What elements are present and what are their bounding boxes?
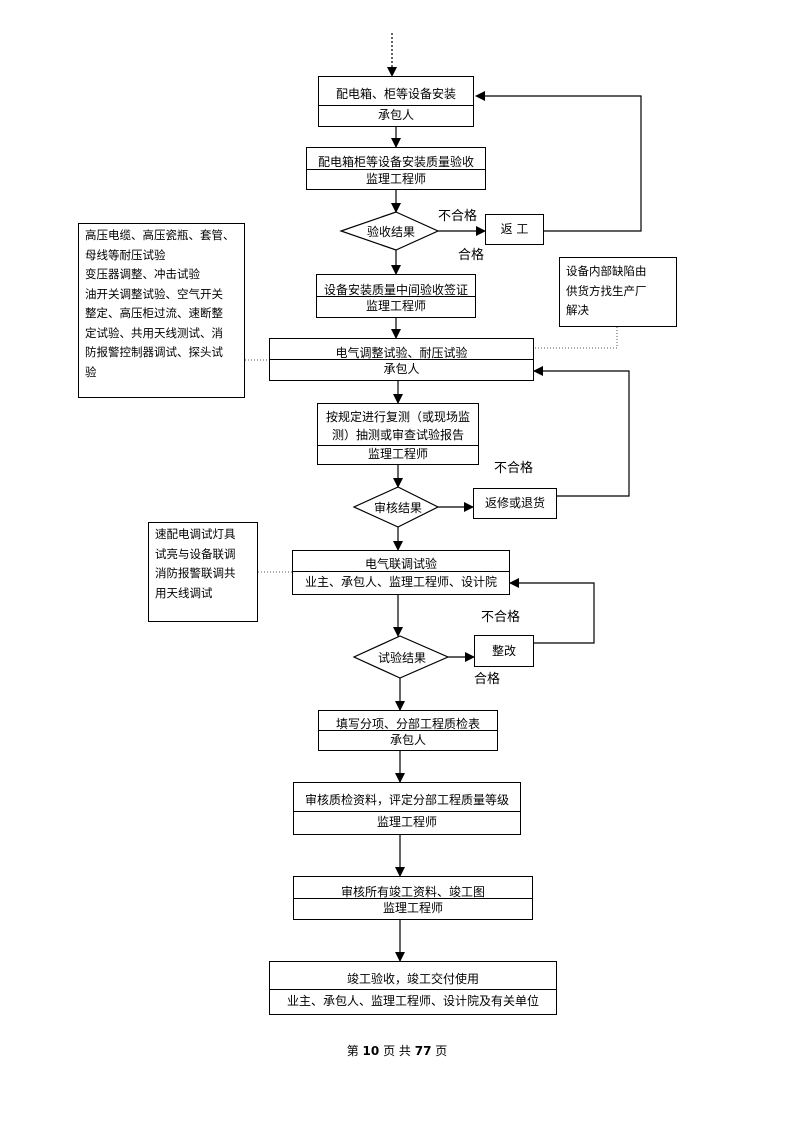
note-connector-right1 bbox=[534, 327, 618, 349]
action-rework: 返 工 bbox=[485, 214, 544, 245]
label-pass-1: 合格 bbox=[458, 248, 485, 263]
decision-diamond-1 bbox=[339, 211, 440, 251]
step-fill-quality-form: 填写分项、分部工程质检表 承包人 bbox=[318, 710, 498, 751]
decision-test-result: 试验结果 bbox=[377, 651, 426, 665]
note-joint-debug: 速配电调试灯具 试亮与设备联调 消防报警联调共 用天线调试 bbox=[148, 522, 258, 622]
step-title: 配电箱、柜等设备安装 bbox=[335, 87, 456, 101]
step-title: 电气调整试验、耐压试验 bbox=[335, 346, 468, 360]
step-responsible: 监理工程师 bbox=[294, 811, 520, 834]
step-title: 配电箱柜等设备安装质量验收 bbox=[317, 155, 474, 169]
step-responsible: 监理工程师 bbox=[294, 898, 532, 919]
step-responsible: 承包人 bbox=[319, 105, 473, 126]
page-footer: 第 10 页 共 77 页 bbox=[0, 1042, 794, 1059]
step-responsible: 承包人 bbox=[270, 359, 533, 380]
step-equipment-install: 配电箱、柜等设备安装 承包人 bbox=[318, 76, 474, 127]
step-electrical-joint-test: 电气联调试验 业主、承包人、监理工程师、设计院 bbox=[292, 550, 510, 595]
footer-middle: 页 共 bbox=[383, 1044, 411, 1058]
label-fail-3: 不合格 bbox=[481, 610, 521, 625]
current-page-number: 10 bbox=[362, 1044, 380, 1058]
footer-suffix: 页 bbox=[435, 1044, 448, 1058]
label-fail-1: 不合格 bbox=[438, 209, 478, 224]
step-title: 设备安装质量中间验收签证 bbox=[323, 283, 468, 297]
step-review-quality-grade: 审核质检资料，评定分部工程质量等级 监理工程师 bbox=[293, 782, 521, 835]
step-title: 按规定进行复测（或现场监 测）抽测或审查试验报告 bbox=[325, 410, 470, 442]
label-fail-2: 不合格 bbox=[494, 461, 534, 476]
note-supplier-defect: 设备内部缺陷由 供货方找生产厂 解决 bbox=[559, 257, 677, 327]
step-completion-acceptance: 竣工验收，竣工交付使用 业主、承包人、监理工程师、设计院及有关单位 bbox=[269, 961, 557, 1015]
step-responsible: 监理工程师 bbox=[318, 445, 478, 464]
decision-review-result: 审核结果 bbox=[373, 501, 422, 515]
action-rectify: 整改 bbox=[474, 635, 534, 667]
step-responsible: 监理工程师 bbox=[317, 296, 475, 317]
step-title: 竣工验收，竣工交付使用 bbox=[346, 972, 479, 986]
step-responsible: 业主、承包人、监理工程师、设计院及有关单位 bbox=[270, 989, 556, 1014]
step-electrical-adjust-test: 电气调整试验、耐压试验 承包人 bbox=[269, 338, 534, 381]
action-repair-or-return: 返修或退货 bbox=[473, 488, 557, 519]
note-high-voltage-tests: 高压电缆、高压瓷瓶、套管、 母线等耐压试验 变压器调整、冲击试验 油开关调整试验… bbox=[78, 223, 245, 398]
decision-acceptance-result: 验收结果 bbox=[366, 225, 415, 239]
step-retest-review-report: 按规定进行复测（或现场监 测）抽测或审查试验报告 监理工程师 bbox=[317, 403, 479, 465]
decision-diamond-2 bbox=[352, 486, 440, 528]
step-install-quality-acceptance: 配电箱柜等设备安装质量验收 监理工程师 bbox=[306, 147, 486, 190]
total-page-count: 77 bbox=[414, 1044, 432, 1058]
step-review-completion-docs: 审核所有竣工资料、竣工图 监理工程师 bbox=[293, 876, 533, 920]
step-responsible: 业主、承包人、监理工程师、设计院 bbox=[293, 571, 509, 594]
step-title: 电气联调试验 bbox=[364, 557, 437, 571]
step-responsible: 监理工程师 bbox=[307, 169, 485, 189]
label-pass-3: 合格 bbox=[474, 672, 501, 687]
footer-prefix: 第 bbox=[346, 1044, 359, 1058]
step-title: 审核质检资料，评定分部工程质量等级 bbox=[304, 793, 509, 807]
step-interim-acceptance-sign: 设备安装质量中间验收签证 监理工程师 bbox=[316, 274, 476, 318]
step-title: 填写分项、分部工程质检表 bbox=[335, 717, 480, 731]
step-responsible: 承包人 bbox=[319, 730, 497, 750]
step-title: 审核所有竣工资料、竣工图 bbox=[340, 885, 485, 899]
decision-diamond-3 bbox=[352, 635, 450, 679]
